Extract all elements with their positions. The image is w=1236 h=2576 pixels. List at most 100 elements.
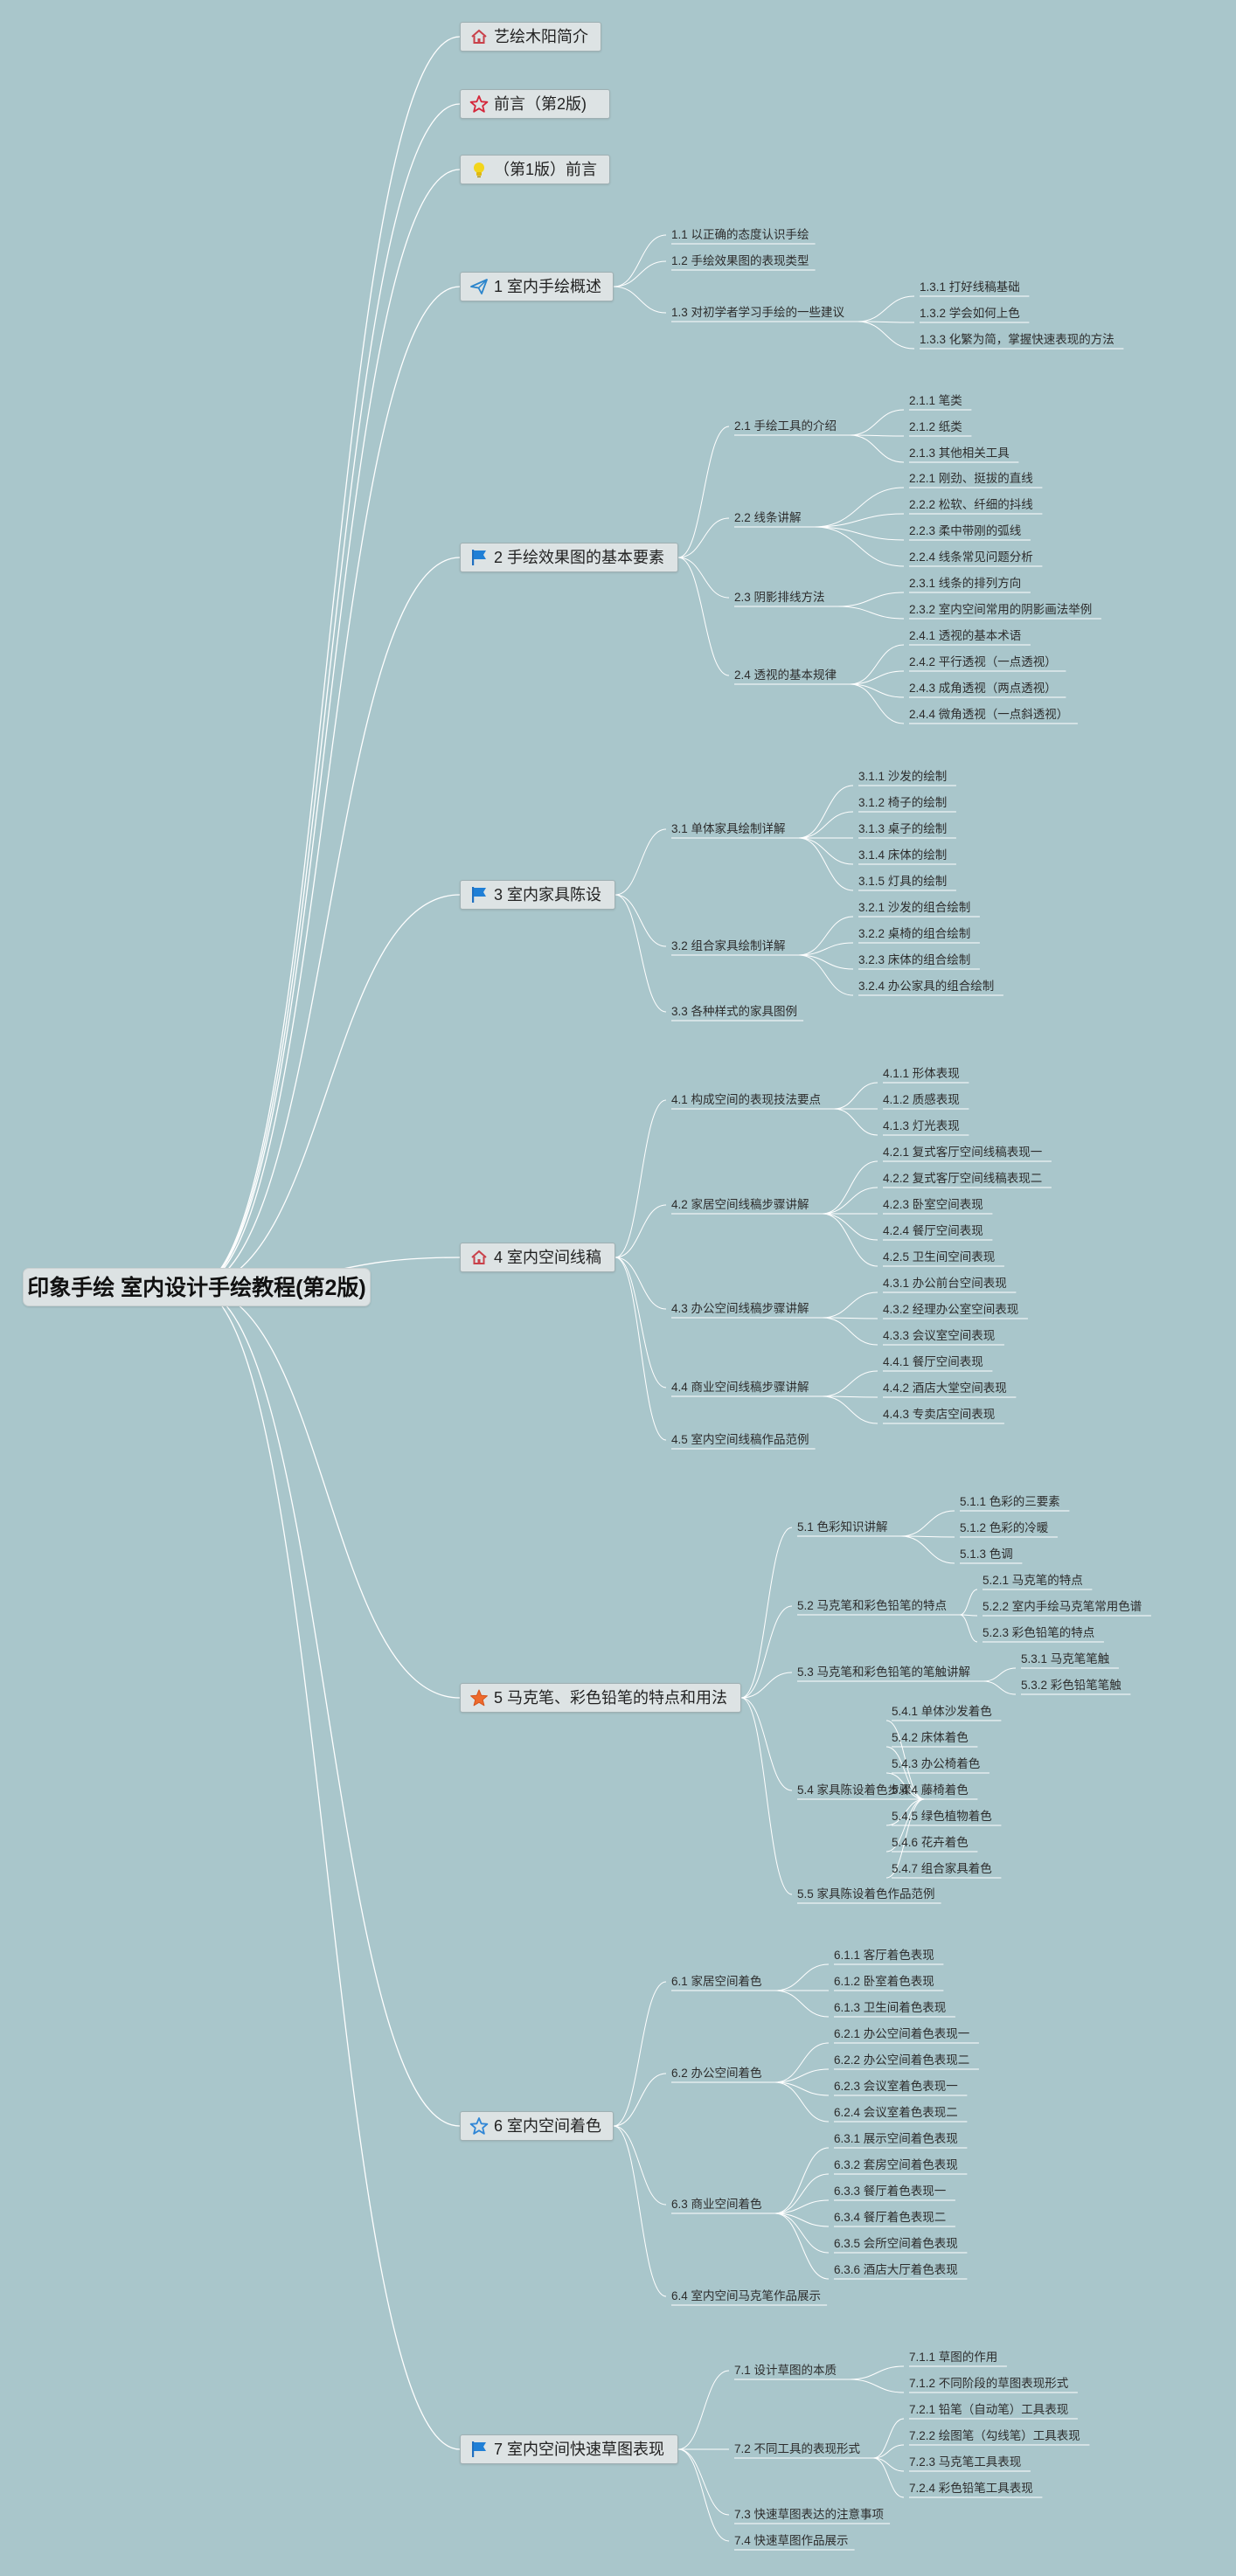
subtopic-label[interactable]: 6.1 家居空间着色 (671, 1975, 762, 1988)
subtopic-label[interactable]: 1.1 以正确的态度认识手绘 (671, 228, 809, 241)
subtopic-label[interactable]: 6.3 商业空间着色 (671, 2198, 762, 2211)
leaf-label[interactable]: 4.4.1 餐厅空间表现 (883, 1355, 983, 1368)
leaf-label[interactable]: 3.2.1 沙发的组合绘制 (858, 901, 971, 914)
leaf-label[interactable]: 3.2.2 桌椅的组合绘制 (858, 927, 971, 940)
leaf-label[interactable]: 7.1.1 草图的作用 (909, 2351, 998, 2364)
leaf-label[interactable]: 2.4.1 透视的基本术语 (909, 629, 1022, 642)
leaf-label[interactable]: 2.2.3 柔中带刚的弧线 (909, 524, 1022, 537)
subtopic-label[interactable]: 5.3 马克笔和彩色铅笔的笔触讲解 (797, 1665, 971, 1679)
leaf-label[interactable]: 6.1.3 卫生间着色表现 (834, 2001, 947, 2014)
topic-node[interactable]: 6 室内空间着色 (460, 2111, 614, 2141)
subtopic-label[interactable]: 3.1 单体家具绘制详解 (671, 822, 786, 835)
leaf-label[interactable]: 5.1.2 色彩的冷暖 (960, 1521, 1049, 1534)
leaf-label[interactable]: 1.3.1 打好线稿基础 (920, 280, 1020, 294)
leaf-label[interactable]: 3.1.1 沙发的绘制 (858, 770, 948, 783)
leaf-label[interactable]: 4.4.2 酒店大堂空间表现 (883, 1381, 1007, 1395)
subtopic-label[interactable]: 2.2 线条讲解 (734, 511, 802, 524)
leaf-label[interactable]: 4.2.2 复式客厅空间线稿表现二 (883, 1172, 1043, 1185)
leaf-label[interactable]: 6.3.4 餐厅着色表现二 (834, 2211, 947, 2224)
subtopic-label[interactable]: 3.3 各种样式的家具图例 (671, 1005, 798, 1018)
leaf-label[interactable]: 7.2.1 铅笔（自动笔）工具表现 (909, 2403, 1069, 2416)
topic-node[interactable]: 1 室内手绘概述 (460, 272, 614, 301)
leaf-label[interactable]: 7.2.2 绘图笔（勾线笔）工具表现 (909, 2429, 1080, 2442)
topic-node[interactable]: 7 室内空间快速草图表现 (460, 2434, 678, 2464)
leaf-label[interactable]: 2.3.1 线条的排列方向 (909, 577, 1022, 590)
subtopic-label[interactable]: 7.2 不同工具的表现形式 (734, 2442, 861, 2455)
topic-node[interactable]: 前言（第2版) (460, 89, 610, 119)
subtopic-label[interactable]: 4.1 构成空间的表现技法要点 (671, 1093, 822, 1106)
leaf-label[interactable]: 7.2.3 马克笔工具表现 (909, 2455, 1022, 2469)
topic-node[interactable]: 4 室内空间线稿 (460, 1243, 615, 1272)
leaf-label[interactable]: 4.2.4 餐厅空间表现 (883, 1224, 983, 1237)
subtopic-label[interactable]: 5.2 马克笔和彩色铅笔的特点 (797, 1599, 948, 1612)
leaf-label[interactable]: 6.2.1 办公空间着色表现一 (834, 2027, 970, 2040)
leaf-label[interactable]: 5.3.2 彩色铅笔笔触 (1021, 1679, 1121, 1692)
leaf-label[interactable]: 6.3.5 会所空间着色表现 (834, 2237, 958, 2250)
leaf-label[interactable]: 4.3.1 办公前台空间表现 (883, 1277, 1007, 1290)
leaf-label[interactable]: 6.2.2 办公空间着色表现二 (834, 2053, 970, 2067)
subtopic-label[interactable]: 5.5 家具陈设着色作品范例 (797, 1887, 935, 1901)
leaf-label[interactable]: 5.2.1 马克笔的特点 (983, 1574, 1083, 1587)
leaf-label[interactable]: 6.2.3 会议室着色表现一 (834, 2080, 958, 2093)
subtopic-label[interactable]: 4.2 家居空间线稿步骤讲解 (671, 1198, 809, 1211)
subtopic-label[interactable]: 3.2 组合家具绘制详解 (671, 939, 786, 952)
leaf-label[interactable]: 2.2.2 松软、纤细的抖线 (909, 498, 1033, 511)
leaf-label[interactable]: 4.4.3 专卖店空间表现 (883, 1408, 996, 1421)
leaf-label[interactable]: 5.4.4 藤椅着色 (892, 1783, 969, 1797)
leaf-label[interactable]: 4.1.1 形体表现 (883, 1067, 960, 1080)
leaf-label[interactable]: 3.2.3 床体的组合绘制 (858, 953, 971, 966)
leaf-label[interactable]: 2.4.4 微角透视（一点斜透视） (909, 708, 1069, 721)
leaf-label[interactable]: 2.3.2 室内空间常用的阴影画法举例 (909, 603, 1093, 616)
leaf-label[interactable]: 6.1.2 卧室着色表现 (834, 1975, 934, 1988)
leaf-label[interactable]: 2.1.2 纸类 (909, 420, 962, 433)
leaf-label[interactable]: 5.4.6 花卉着色 (892, 1836, 969, 1849)
subtopic-label[interactable]: 4.3 办公空间线稿步骤讲解 (671, 1302, 809, 1315)
subtopic-label[interactable]: 6.2 办公空间着色 (671, 2067, 762, 2080)
leaf-label[interactable]: 4.3.2 经理办公室空间表现 (883, 1303, 1019, 1316)
leaf-label[interactable]: 2.2.1 刚劲、挺拔的直线 (909, 472, 1033, 485)
subtopic-label[interactable]: 2.1 手绘工具的介绍 (734, 419, 837, 433)
leaf-label[interactable]: 3.1.2 椅子的绘制 (858, 796, 948, 809)
subtopic-label[interactable]: 6.4 室内空间马克笔作品展示 (671, 2289, 822, 2302)
leaf-label[interactable]: 7.2.4 彩色铅笔工具表现 (909, 2482, 1033, 2495)
topic-node[interactable]: 3 室内家具陈设 (460, 880, 615, 910)
leaf-label[interactable]: 5.4.5 绿色植物着色 (892, 1810, 992, 1823)
leaf-label[interactable]: 4.3.3 会议室空间表现 (883, 1329, 996, 1342)
leaf-label[interactable]: 3.1.5 灯具的绘制 (858, 875, 948, 888)
leaf-label[interactable]: 4.1.3 灯光表现 (883, 1119, 960, 1132)
subtopic-label[interactable]: 2.3 阴影排线方法 (734, 591, 825, 604)
leaf-label[interactable]: 6.1.1 客厅着色表现 (834, 1949, 934, 1962)
leaf-label[interactable]: 1.3.2 学会如何上色 (920, 307, 1020, 320)
leaf-label[interactable]: 4.2.5 卫生间空间表现 (883, 1250, 996, 1264)
leaf-label[interactable]: 5.4.7 组合家具着色 (892, 1862, 992, 1875)
leaf-label[interactable]: 6.3.6 酒店大厅着色表现 (834, 2263, 958, 2276)
leaf-label[interactable]: 6.2.4 会议室着色表现二 (834, 2106, 958, 2119)
topic-node[interactable]: 5 马克笔、彩色铅笔的特点和用法 (460, 1683, 741, 1713)
leaf-label[interactable]: 2.2.4 线条常见问题分析 (909, 551, 1033, 564)
leaf-label[interactable]: 4.2.1 复式客厅空间线稿表现一 (883, 1146, 1043, 1159)
leaf-label[interactable]: 5.4.2 床体着色 (892, 1731, 969, 1744)
subtopic-label[interactable]: 7.4 快速草图作品展示 (734, 2534, 849, 2547)
leaf-label[interactable]: 2.1.3 其他相关工具 (909, 447, 1010, 460)
topic-node[interactable]: 2 手绘效果图的基本要素 (460, 543, 678, 572)
subtopic-label[interactable]: 1.3 对初学者学习手绘的一些建议 (671, 306, 845, 319)
subtopic-label[interactable]: 7.3 快速草图表达的注意事项 (734, 2508, 885, 2521)
leaf-label[interactable]: 5.2.3 彩色铅笔的特点 (983, 1626, 1095, 1639)
leaf-label[interactable]: 6.3.2 套房空间着色表现 (834, 2158, 958, 2171)
leaf-label[interactable]: 6.3.1 展示空间着色表现 (834, 2132, 958, 2145)
subtopic-label[interactable]: 4.5 室内空间线稿作品范例 (671, 1433, 809, 1446)
leaf-label[interactable]: 5.4.3 办公椅着色 (892, 1757, 981, 1770)
leaf-label[interactable]: 3.1.3 桌子的绘制 (858, 822, 948, 835)
leaf-label[interactable]: 3.1.4 床体的绘制 (858, 848, 948, 862)
subtopic-label[interactable]: 5.1 色彩知识讲解 (797, 1520, 888, 1534)
subtopic-label[interactable]: 5.4 家具陈设着色步骤 (797, 1783, 912, 1797)
leaf-label[interactable]: 5.3.1 马克笔笔触 (1021, 1652, 1110, 1665)
subtopic-label[interactable]: 7.1 设计草图的本质 (734, 2364, 837, 2377)
root-node[interactable]: 印象手绘 室内设计手绘教程(第2版) (23, 1268, 371, 1306)
topic-node[interactable]: 艺绘木阳简介 (460, 22, 601, 52)
leaf-label[interactable]: 2.4.2 平行透视（一点透视） (909, 655, 1057, 668)
subtopic-label[interactable]: 1.2 手绘效果图的表现类型 (671, 254, 809, 267)
leaf-label[interactable]: 5.4.1 单体沙发着色 (892, 1705, 992, 1718)
topic-node[interactable]: （第1版）前言 (460, 155, 610, 184)
subtopic-label[interactable]: 2.4 透视的基本规律 (734, 668, 837, 682)
